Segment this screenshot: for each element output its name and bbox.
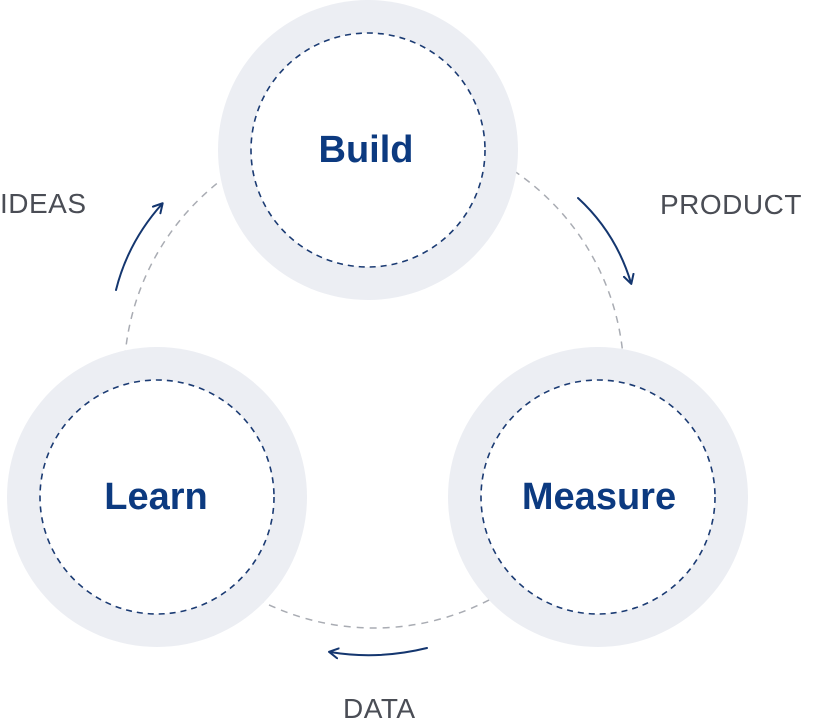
node-build: Build <box>218 0 518 300</box>
edge-label-data: DATA <box>343 693 416 720</box>
curved-arrow-icon <box>115 202 164 291</box>
node-learn: Learn <box>7 347 307 647</box>
node-measure: Measure <box>448 347 748 647</box>
node-learn-label: Learn <box>104 476 207 518</box>
edge-label-ideas: IDEAS <box>0 188 87 219</box>
node-measure-inner <box>480 379 716 615</box>
node-learn-inner <box>39 379 275 615</box>
edge-label-product: PRODUCT <box>660 189 802 220</box>
node-measure-label: Measure <box>522 476 676 518</box>
node-build-inner <box>250 32 486 268</box>
curved-arrow-icon <box>328 647 428 660</box>
curved-arrow-icon <box>577 197 635 285</box>
node-build-label: Build <box>319 129 414 171</box>
